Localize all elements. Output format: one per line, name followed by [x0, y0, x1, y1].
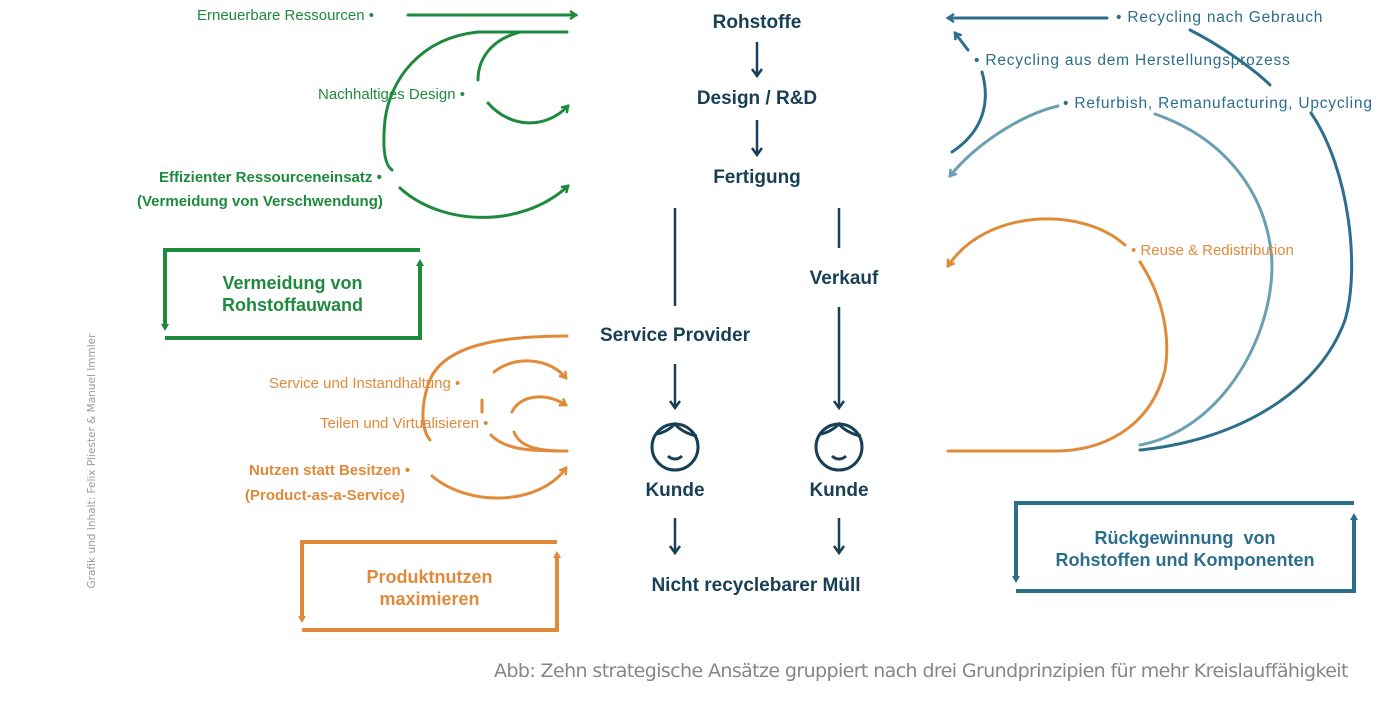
label-teilen-virtualisieren: Teilen und Virtualisieren •: [320, 415, 489, 432]
label-nutzen-statt-besitzen: Nutzen statt Besitzen •: [249, 462, 411, 479]
blue-box-frame: [1014, 501, 1354, 580]
orange-box-frame: [300, 540, 557, 620]
node-kunde-left: Kunde: [645, 480, 705, 501]
teilen-arrow: [510, 395, 566, 414]
label-service-instandhaltung: Service und Instandhaltung •: [269, 375, 461, 392]
blue-box-title: Rückgewinnung von Rohstoffen und Kompone…: [1016, 527, 1354, 571]
orange-box-title-line1: Produktnutzen: [366, 567, 493, 587]
effizient-arrow: [398, 186, 568, 219]
credit-text: Grafik und Inhalt: Felix Pliester & Manu…: [86, 333, 98, 589]
recycling-prozess-arrow: [953, 33, 970, 52]
green-box-frame-bottom: [165, 262, 422, 340]
figure-caption: Abb: Zehn strategische Ansätze gruppiert…: [494, 660, 1348, 682]
green-outer-arc: [382, 30, 480, 172]
node-fertigung: Fertigung: [713, 167, 801, 188]
green-inner-arc: [476, 30, 522, 82]
blue-box-frame-bottom: [1016, 516, 1356, 593]
refurbish-arc: [1138, 112, 1274, 447]
person-face-icon: [814, 421, 864, 472]
nutzen-arrow: [430, 468, 568, 500]
node-kunde-right: Kunde: [809, 480, 869, 501]
label-recycling-herstellungsprozess: • Recycling aus dem Herstellungsprozess: [974, 52, 1291, 69]
label-effizienter-ressourceneinsatz: Effizienter Ressourceneinsatz •: [159, 169, 382, 186]
green-box-title-line1: Vermeidung von: [222, 273, 363, 293]
blue-box-title-line1: Rückgewinnung von: [1094, 528, 1276, 548]
label-product-as-a-service: (Product-as-a-Service): [245, 487, 406, 504]
orange-outer-arc: [421, 334, 569, 442]
green-box-title: Vermeidung von Rohstoffauwand: [165, 272, 420, 316]
label-reuse-redistribution: • Reuse & Redistribution: [1131, 242, 1294, 259]
outer-teal-arc: [1138, 28, 1354, 452]
label-erneuerbare-ressourcen: Erneuerbare Ressourcen •: [197, 7, 375, 24]
design-arrow: [486, 101, 568, 125]
refurbish-arrow: [948, 104, 1060, 176]
node-service-provider: Service Provider: [600, 325, 750, 346]
reuse-loop: [946, 260, 1169, 453]
orange-inner-arc: [512, 430, 569, 453]
blue-box-title-line2: Rohstoffen und Komponenten: [1055, 550, 1315, 570]
node-rohstoffe: Rohstoffe: [712, 12, 802, 33]
node-nicht-recyclebarer-muell: Nicht recyclebarer Müll: [651, 575, 861, 596]
label-refurbish: • Refurbish, Remanufacturing, Upcycling: [1063, 95, 1373, 112]
service-arrow: [492, 359, 568, 378]
node-verkauf: Verkauf: [809, 268, 879, 289]
green-box-title-line2: Rohstoffauwand: [222, 295, 363, 315]
label-nachhaltiges-design: Nachhaltiges Design •: [318, 86, 465, 103]
recycling-prozess-arc: [950, 70, 987, 154]
reuse-arrow: [946, 217, 1127, 266]
label-recycling-nach-gebrauch: • Recycling nach Gebrauch: [1116, 9, 1324, 26]
label-vermeidung-verschwendung: (Vermeidung von Verschwendung): [137, 193, 383, 210]
orange-mid-arc: [489, 433, 569, 453]
green-box-frame: [163, 248, 420, 328]
orange-box-title-line2: maximieren: [379, 589, 480, 609]
orange-box-title: Produktnutzen maximieren: [302, 566, 557, 610]
person-face-icon: [650, 421, 700, 472]
node-design-rd: Design / R&D: [696, 88, 818, 109]
orange-box-frame-bottom: [302, 554, 559, 632]
